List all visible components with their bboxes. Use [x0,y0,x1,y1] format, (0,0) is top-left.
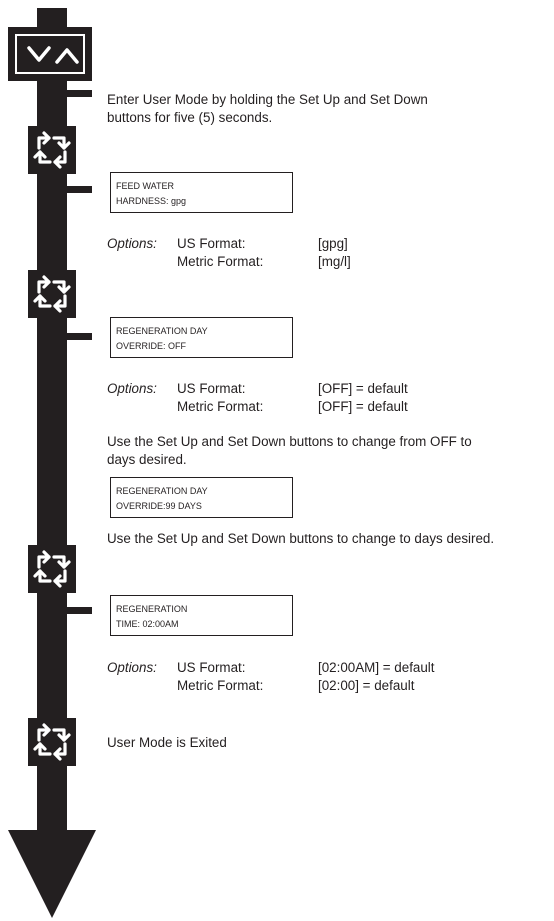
lcd-line-2: OVERRIDE: OFF [116,341,187,351]
lcd-line-2: OVERRIDE:99 DAYS [116,501,202,511]
lcd-display-regeneration-time: REGENERATION TIME: 02:00AM [110,595,293,636]
lcd-line-2: HARDNESS: gpg [116,196,187,206]
exit-text: User Mode is Exited [107,735,227,750]
options-label: Options: [107,660,157,675]
lcd-line-1: FEED WATER [116,181,174,191]
options-label: Options: [107,236,157,251]
metric-format-value: [mg/l] [318,254,351,269]
step-connector [62,607,92,614]
step-connector [62,186,92,193]
flow-arrow-down-icon [8,830,96,918]
cycle-arrows-icon [28,126,76,174]
metric-format-label: Metric Format: [177,678,264,693]
us-format-label: US Format: [177,660,246,675]
lcd-line-1: REGENERATION DAY [116,326,208,336]
instruction-change-from-off: Use the Set Up and Set Down buttons to c… [107,434,472,449]
intro-line-1: Enter User Mode by holding the Set Up an… [107,92,428,107]
cycle-arrows-icon [28,718,76,766]
lcd-display-hardness: FEED WATER HARDNESS: gpg [110,172,293,213]
instruction-change-from-off-2: days desired. [107,452,187,467]
us-format-value: [02:00AM] = default [318,660,435,675]
options-label: Options: [107,381,157,396]
lcd-display-override-days: REGENERATION DAY OVERRIDE:99 DAYS [110,477,293,518]
step-connector [62,90,92,97]
us-format-label: US Format: [177,236,246,251]
metric-format-value: [02:00] = default [318,678,415,693]
lcd-line-2: TIME: 02:00AM [116,619,179,629]
down-up-button-icon [8,27,92,81]
metric-format-label: Metric Format: [177,254,264,269]
cycle-arrows-icon [28,270,76,318]
lcd-display-regeneration-day: REGENERATION DAY OVERRIDE: OFF [110,317,293,358]
step-connector [62,333,92,340]
lcd-line-1: REGENERATION [116,604,188,614]
instruction-change-days: Use the Set Up and Set Down buttons to c… [107,531,495,546]
metric-format-value: [OFF] = default [318,399,408,414]
us-format-value: [gpg] [318,236,348,251]
intro-line-2: buttons for five (5) seconds. [107,110,273,125]
lcd-line-1: REGENERATION DAY [116,486,208,496]
us-format-value: [OFF] = default [318,381,408,396]
us-format-label: US Format: [177,381,246,396]
metric-format-label: Metric Format: [177,399,264,414]
cycle-arrows-icon [28,545,76,593]
